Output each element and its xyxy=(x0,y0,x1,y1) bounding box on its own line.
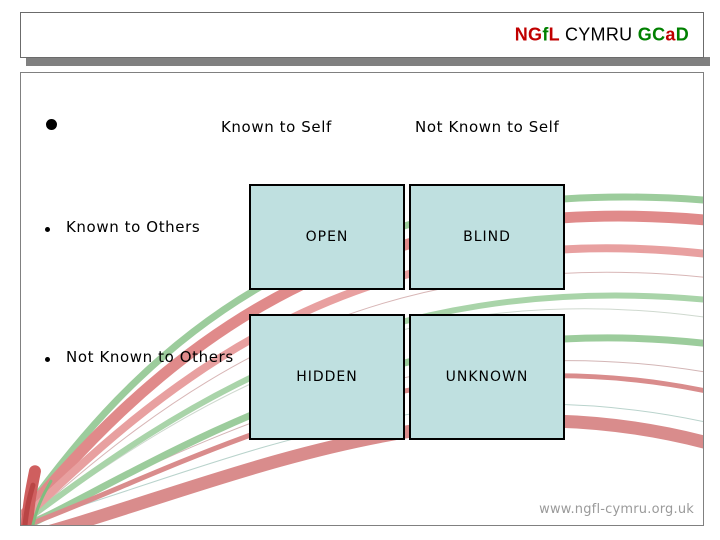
quadrant-blind[interactable]: BLIND xyxy=(409,184,565,290)
row-bullet-not-known-to-others xyxy=(45,357,50,362)
column-header-known-to-self: Known to Self xyxy=(221,118,332,136)
quadrant-hidden[interactable]: HIDDEN xyxy=(249,314,405,440)
quadrant-open-label: OPEN xyxy=(305,229,349,245)
row-header-known-to-others: Known to Others xyxy=(66,218,201,236)
quadrant-open[interactable]: OPEN xyxy=(249,184,405,290)
ngfl-cymru-gcad-logo: NGfL CYMRU GCaD xyxy=(515,25,689,46)
row-header-not-known-to-others: Not Known to Others xyxy=(66,348,234,366)
logo-segment-gc: GC xyxy=(637,24,666,45)
title-bullet-icon xyxy=(46,119,57,130)
header-bar: NGfL CYMRU GCaD xyxy=(20,12,704,58)
quadrant-hidden-label: HIDDEN xyxy=(296,369,358,385)
logo-segment-a: a xyxy=(665,24,676,45)
logo-segment-ng: NG xyxy=(514,24,543,45)
quadrant-unknown-label: UNKNOWN xyxy=(445,369,529,385)
quadrant-blind-label: BLIND xyxy=(463,229,511,245)
logo-segment-cymru: CYMRU xyxy=(564,24,633,45)
header-shadow-bar xyxy=(26,57,710,66)
quadrant-unknown[interactable]: UNKNOWN xyxy=(409,314,565,440)
column-header-not-known-to-self: Not Known to Self xyxy=(415,118,560,136)
logo-segment-f: f xyxy=(542,24,549,45)
row-bullet-known-to-others xyxy=(45,227,50,232)
logo-segment-l: L xyxy=(548,24,560,45)
logo-segment-d: D xyxy=(675,24,689,45)
footer-website-url: www.ngfl-cymru.org.uk xyxy=(539,502,694,517)
